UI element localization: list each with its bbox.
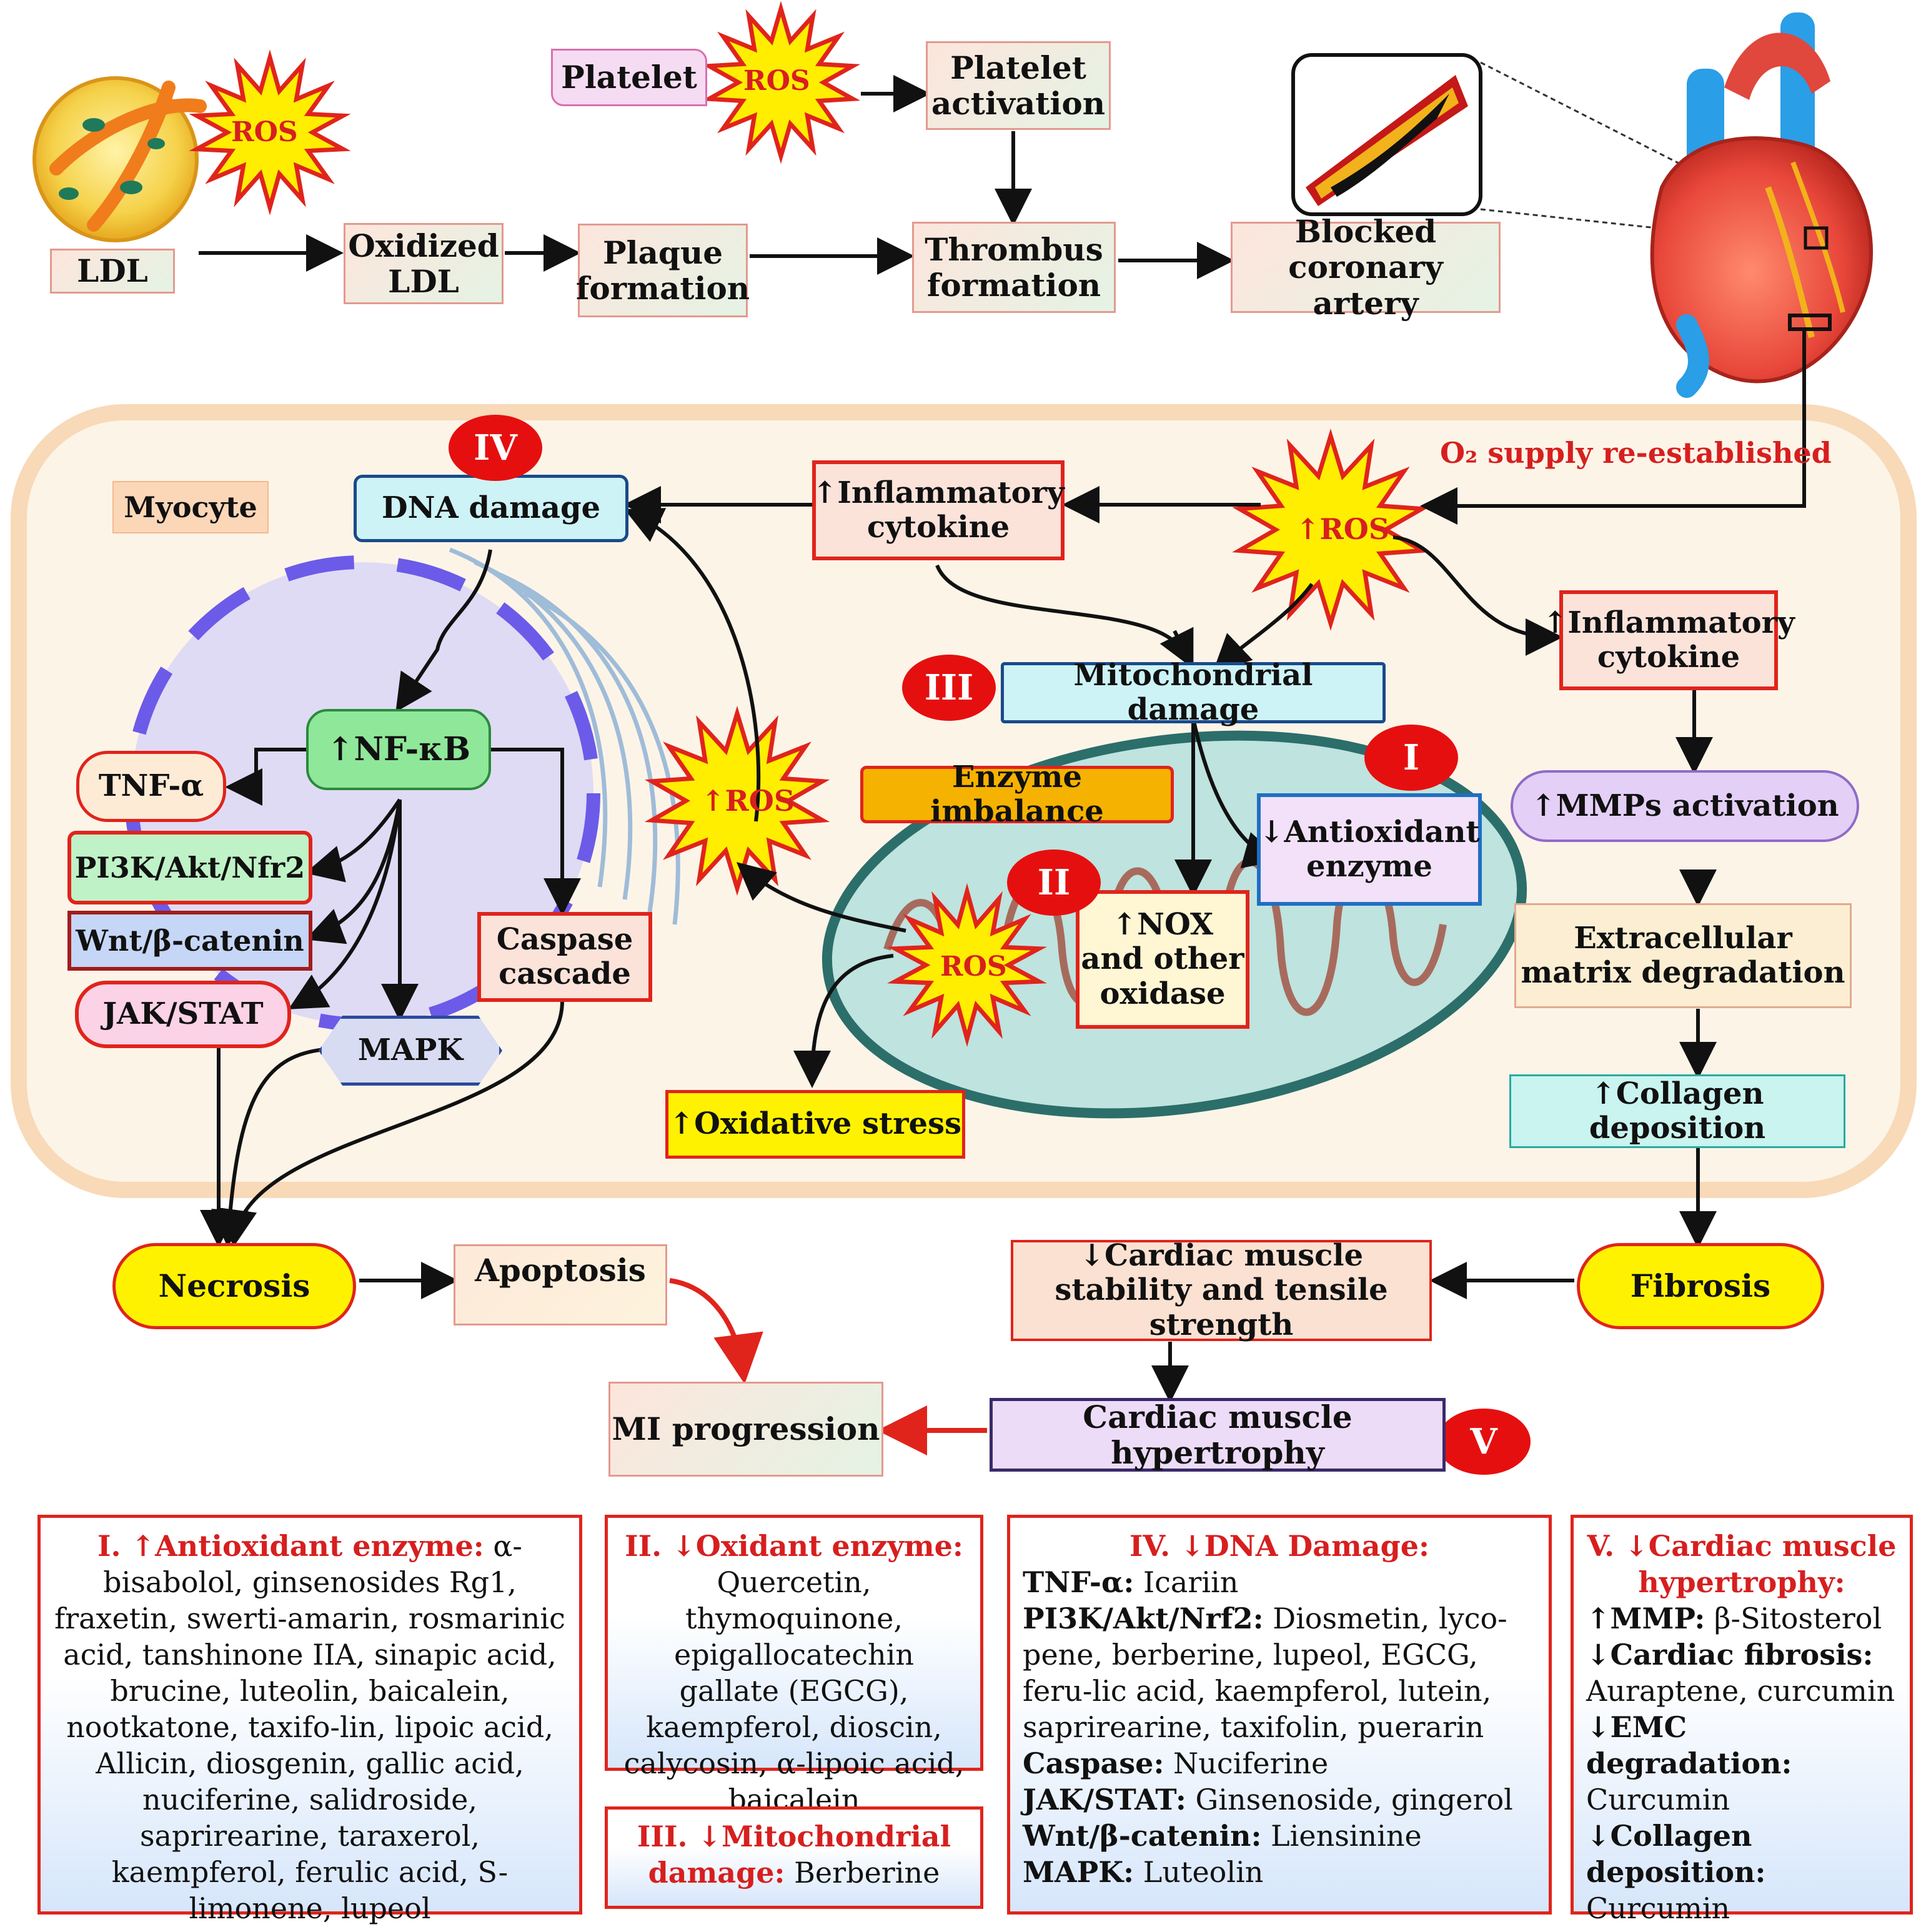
jak-stat-box: JAK/STAT: [75, 981, 291, 1048]
panel-5-row-value: Curcumin: [1586, 1783, 1730, 1816]
oxidative-stress-box: ↑Oxidative stress: [665, 1090, 965, 1159]
enzyme-imbalance-box: Enzyme imbalance: [860, 760, 1174, 829]
panel-5-row-key: ↓EMC degradation:: [1586, 1710, 1792, 1780]
pi3k-box: PI3K/Akt/Nfr2: [67, 831, 312, 904]
mi-progression-box: MI progression: [608, 1382, 883, 1477]
panel-4-row-value: Luteolin: [1134, 1855, 1264, 1889]
ecm-degradation-box: Extracellular matrix degradation: [1514, 903, 1852, 1008]
platelet-box: Platelet: [551, 49, 707, 106]
blocked-artery-box: Blocked coronary artery: [1231, 214, 1501, 321]
ros-burst-main: [1232, 429, 1429, 631]
fibrosis-oval: Fibrosis: [1577, 1243, 1824, 1329]
necrosis-oval: Necrosis: [112, 1243, 356, 1329]
panel-5-rows: ↑MMP: β-Sitosterol↓Cardiac fibrosis: Aur…: [1586, 1600, 1897, 1926]
panel-4-row-key: Caspase:: [1023, 1746, 1164, 1780]
panel-3-heading: III. ↓Mitochondrial damage:: [637, 1820, 951, 1890]
myocyte-label: Myocyte: [112, 481, 269, 533]
oxidized-ldl-box: Oxidized LDL: [344, 223, 504, 304]
panel-mitochondrial-damage: III. ↓Mitochondrial damage: Berberine: [605, 1806, 983, 1909]
ros-label-ldl: ROS: [231, 116, 298, 148]
ros-label-nucleus: ↑ROS: [701, 784, 795, 818]
panel-5-row-value: β-Sitosterol: [1705, 1602, 1882, 1635]
mmps-activation-box: ↑MMPs activation: [1511, 770, 1859, 842]
ldl-box: LDL: [50, 249, 175, 294]
collagen-deposition-box: ↑Collagen deposition: [1509, 1074, 1845, 1148]
artery-inset: [1291, 53, 1815, 246]
marker-i: I: [1364, 725, 1458, 791]
panel-4-row-key: MAPK:: [1023, 1855, 1134, 1889]
panel-3-text: Berberine: [785, 1856, 940, 1890]
marker-iv: IV: [449, 415, 542, 481]
mapk-box: MAPK: [319, 1016, 502, 1086]
nox-box: ↑NOX and other oxidase: [1076, 890, 1249, 1029]
nfkb-box: ↑NF-κB: [306, 709, 491, 790]
inflammatory-cytokine-box-2: ↑Inflammatory cytokine: [1542, 590, 1795, 690]
panel-4-row-key: Wnt/β-catenin:: [1023, 1819, 1262, 1853]
ros-label-mito: ROS: [940, 951, 1007, 983]
panel-4-row-key: TNF-α:: [1023, 1565, 1134, 1599]
dna-damage-box: DNA damage: [354, 475, 628, 542]
panel-5-heading: V. ↓Cardiac muscle hypertrophy:: [1587, 1529, 1897, 1599]
caspase-cascade-box: Caspase cascade: [477, 912, 652, 1002]
panel-5-row-value: Auraptene, curcumin: [1586, 1674, 1895, 1708]
ros-label-main: ↑ROS: [1296, 512, 1390, 546]
plaque-formation-box: Plaque formation: [576, 224, 750, 317]
panel-5-row-key: ↑MMP:: [1586, 1602, 1705, 1635]
panel-4-row: Caspase: Nuciferine: [1023, 1745, 1536, 1781]
panel-4-row-value: Nuciferine: [1164, 1746, 1329, 1780]
endoplasmic-reticulum: [449, 547, 680, 925]
apoptosis-box: Apoptosis: [454, 1244, 667, 1325]
marker-ii: II: [1007, 850, 1101, 916]
panel-4-row-value: Ginsenoside, gingerol: [1186, 1783, 1513, 1816]
panel-4-row-value: Diosmetin, lyco-pene, berberine, lupeol,…: [1023, 1602, 1507, 1744]
hypertrophy-box: Cardiac muscle hypertrophy: [990, 1398, 1446, 1472]
panel-5-row-value: Curcumin: [1586, 1891, 1730, 1925]
panel-4-row-key: PI3K/Akt/Nrf2:: [1023, 1602, 1264, 1635]
panel-5-row-key: ↓Cardiac fibrosis:: [1586, 1638, 1874, 1672]
panel-1-text: α-bisabolol, ginsenosides Rg1, fraxetin,…: [54, 1529, 565, 1925]
panel-4-row: JAK/STAT: Ginsenoside, gingerol: [1023, 1781, 1536, 1818]
o2-supply-label: O₂ supply re-established: [1440, 436, 1832, 470]
wnt-box: Wnt/β-catenin: [67, 911, 312, 971]
cardiac-stability-box: ↓Cardiac muscle stability and tensile st…: [1011, 1239, 1432, 1342]
marker-v: V: [1437, 1409, 1531, 1475]
panel-4-row: TNF-α: Icariin: [1023, 1564, 1536, 1600]
panel-4-row-value: Liensinine: [1261, 1819, 1422, 1853]
panel-5-row: ↑MMP: β-Sitosterol: [1586, 1600, 1897, 1637]
panel-4-heading: IV. ↓DNA Damage:: [1129, 1529, 1429, 1563]
panel-hypertrophy: V. ↓Cardiac muscle hypertrophy: ↑MMP: β-…: [1571, 1515, 1913, 1925]
panel-5-row: ↓EMC degradation: Curcumin: [1586, 1709, 1897, 1818]
panel-4-row: MAPK: Luteolin: [1023, 1854, 1536, 1890]
panel-4-row-key: JAK/STAT:: [1023, 1783, 1186, 1816]
panel-5-row: ↓Collagen deposition: Curcumin: [1586, 1818, 1897, 1926]
panel-2-heading: II. ↓Oxidant enzyme:: [625, 1529, 963, 1563]
antioxidant-enzyme-box: ↓Antioxidant enzyme: [1257, 793, 1482, 906]
ros-burst-ldl: [189, 49, 351, 215]
thrombus-formation-box: Thrombus formation: [912, 222, 1116, 313]
panel-oxidant-enzyme: II. ↓Oxidant enzyme: Quercetin, thymoqui…: [605, 1515, 983, 1816]
panel-4-row-value: Icariin: [1134, 1565, 1239, 1599]
tnf-alpha-box: TNF-α: [76, 751, 226, 822]
panel-4-row: Wnt/β-catenin: Liensinine: [1023, 1818, 1536, 1854]
inflammatory-cytokine-box-1: ↑Inflammatory cytokine: [812, 460, 1065, 560]
platelet-activation-box: Platelet activation: [926, 41, 1111, 130]
panel-4-row: PI3K/Akt/Nrf2: Diosmetin, lyco-pene, ber…: [1023, 1600, 1536, 1745]
mitochondrial-damage-box: Mitochondrial damage: [1001, 658, 1386, 727]
ldl-particle: [32, 76, 207, 242]
red-arrows: [669, 1278, 987, 1455]
panel-1-heading: I. ↑Antioxidant enzyme:: [97, 1529, 484, 1563]
heart-illustration: [1650, 12, 1874, 398]
panel-5-row: ↓Cardiac fibrosis: Auraptene, curcumin: [1586, 1637, 1897, 1709]
ros-label-platelet: ROS: [743, 65, 810, 97]
panel-2-text: Quercetin, thymoquinone, epigallocatechi…: [623, 1565, 965, 1816]
panel-5-row-key: ↓Collagen deposition:: [1586, 1819, 1766, 1889]
ros-burst-platelet: [701, 1, 861, 164]
marker-iii: III: [902, 655, 996, 721]
ros-burst-mito: [887, 883, 1047, 1048]
arrows: [199, 75, 1806, 1403]
panel-antioxidant-enzyme: I. ↑Antioxidant enzyme: α-bisabolol, gin…: [37, 1515, 582, 1925]
